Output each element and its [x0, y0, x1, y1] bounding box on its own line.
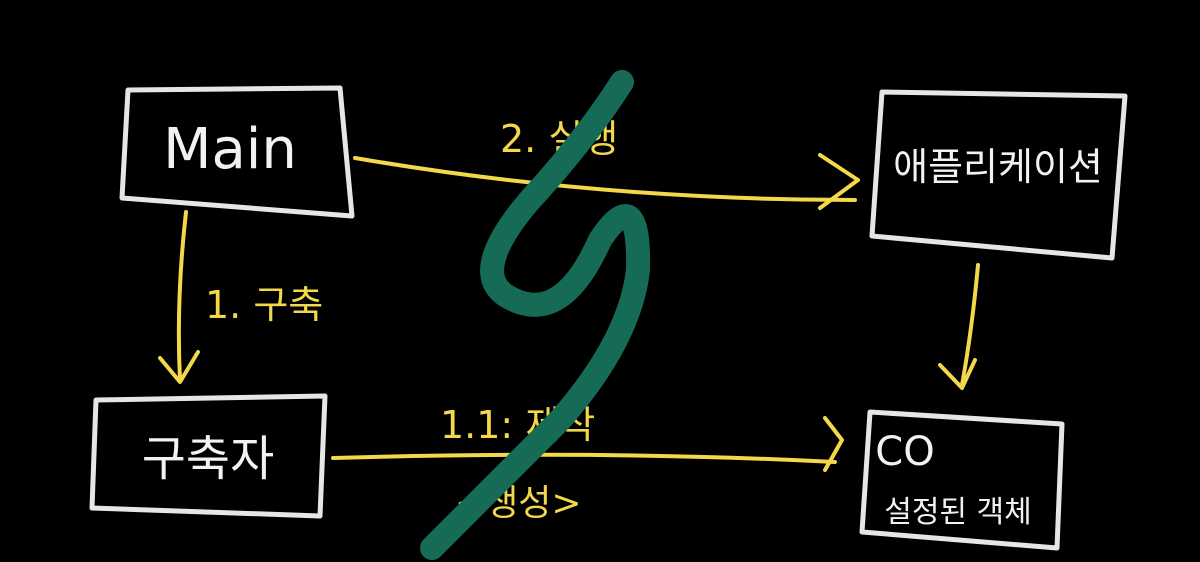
configured-object-line2: 설정된 객체: [884, 495, 1032, 530]
run-arrow: [353, 156, 857, 202]
application-to-co-arrow: [960, 263, 980, 387]
build-arrow: [176, 210, 188, 382]
build-arrowhead: [158, 350, 200, 384]
builder-box: [89, 393, 328, 519]
configured-object-line1: CO: [875, 429, 934, 475]
main-box: [119, 85, 355, 219]
create-arrow: [331, 452, 837, 464]
application-label: 애플리케이션: [893, 145, 1103, 189]
application-box: [869, 89, 1128, 261]
configured-object-box: [859, 409, 1065, 551]
squiggle-stroke: [420, 70, 651, 560]
application-to-co-arrowhead: [938, 358, 977, 390]
create-arrowhead: [823, 416, 844, 472]
main-label: Main: [163, 117, 297, 182]
builder-label: 구축자: [142, 431, 274, 487]
run-arrowhead: [818, 153, 860, 210]
build-label: 1. 구축: [205, 283, 323, 327]
